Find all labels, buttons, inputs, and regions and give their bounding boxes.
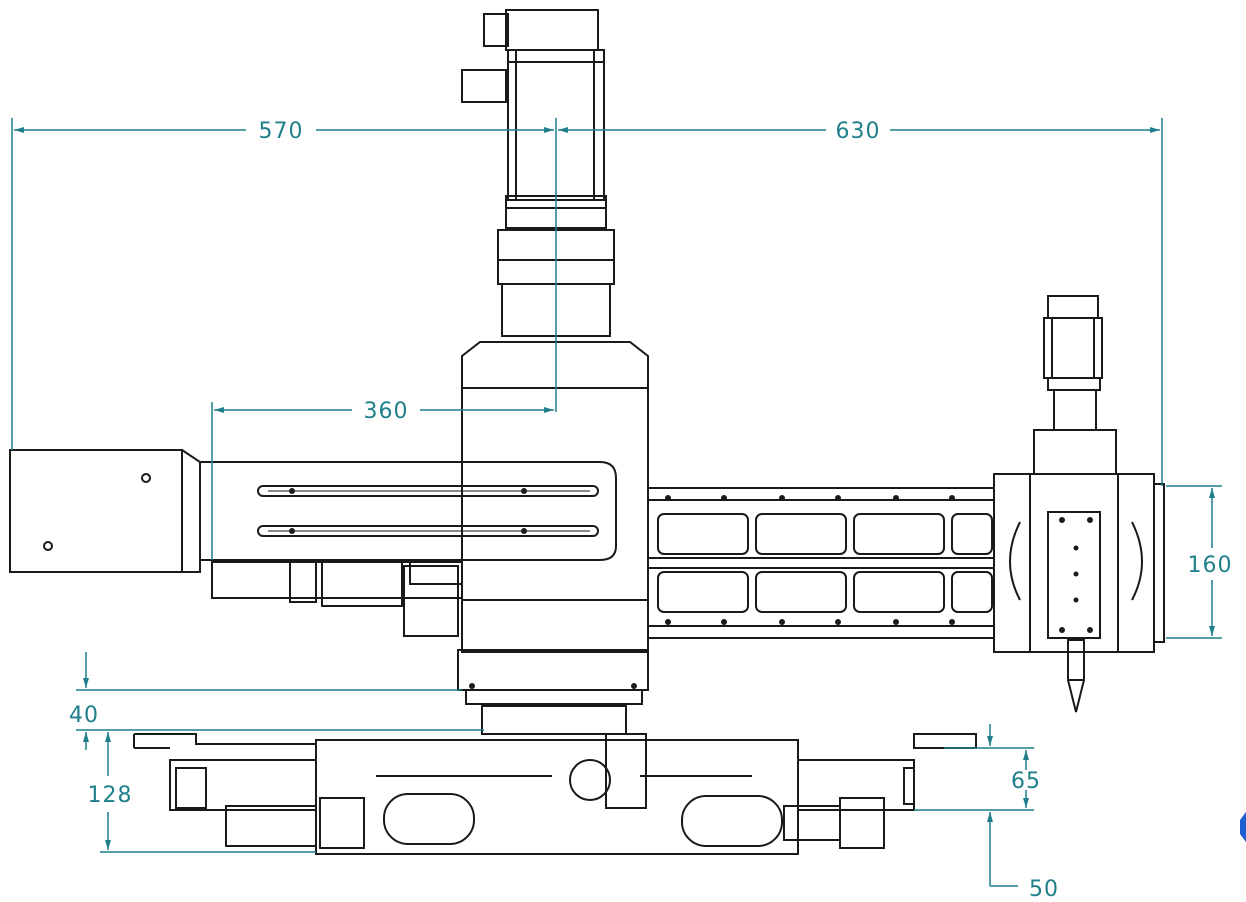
dimension-labels: 570 630 360 160 40 128 65 50	[69, 119, 1233, 902]
edge-accent-mark	[1240, 812, 1246, 842]
main-column	[457, 341, 649, 735]
machine-outline	[9, 9, 1165, 855]
dim-clamp-offset: 50	[1029, 877, 1059, 902]
dim-left-reach: 570	[259, 119, 304, 144]
spindle-head	[993, 295, 1165, 713]
dimension-lines	[11, 118, 1222, 887]
dim-head-height: 160	[1188, 553, 1233, 578]
right-beam	[647, 487, 995, 639]
top-motor	[461, 9, 615, 337]
bolt-details	[289, 488, 1093, 689]
base-assembly	[133, 733, 977, 855]
dim-base-gap: 40	[69, 703, 99, 728]
dim-base-height: 128	[88, 783, 133, 808]
left-arm	[9, 449, 617, 637]
dim-clamp-height: 65	[1011, 769, 1041, 794]
dim-right-reach: 630	[836, 119, 881, 144]
dim-arm-offset: 360	[364, 399, 409, 424]
